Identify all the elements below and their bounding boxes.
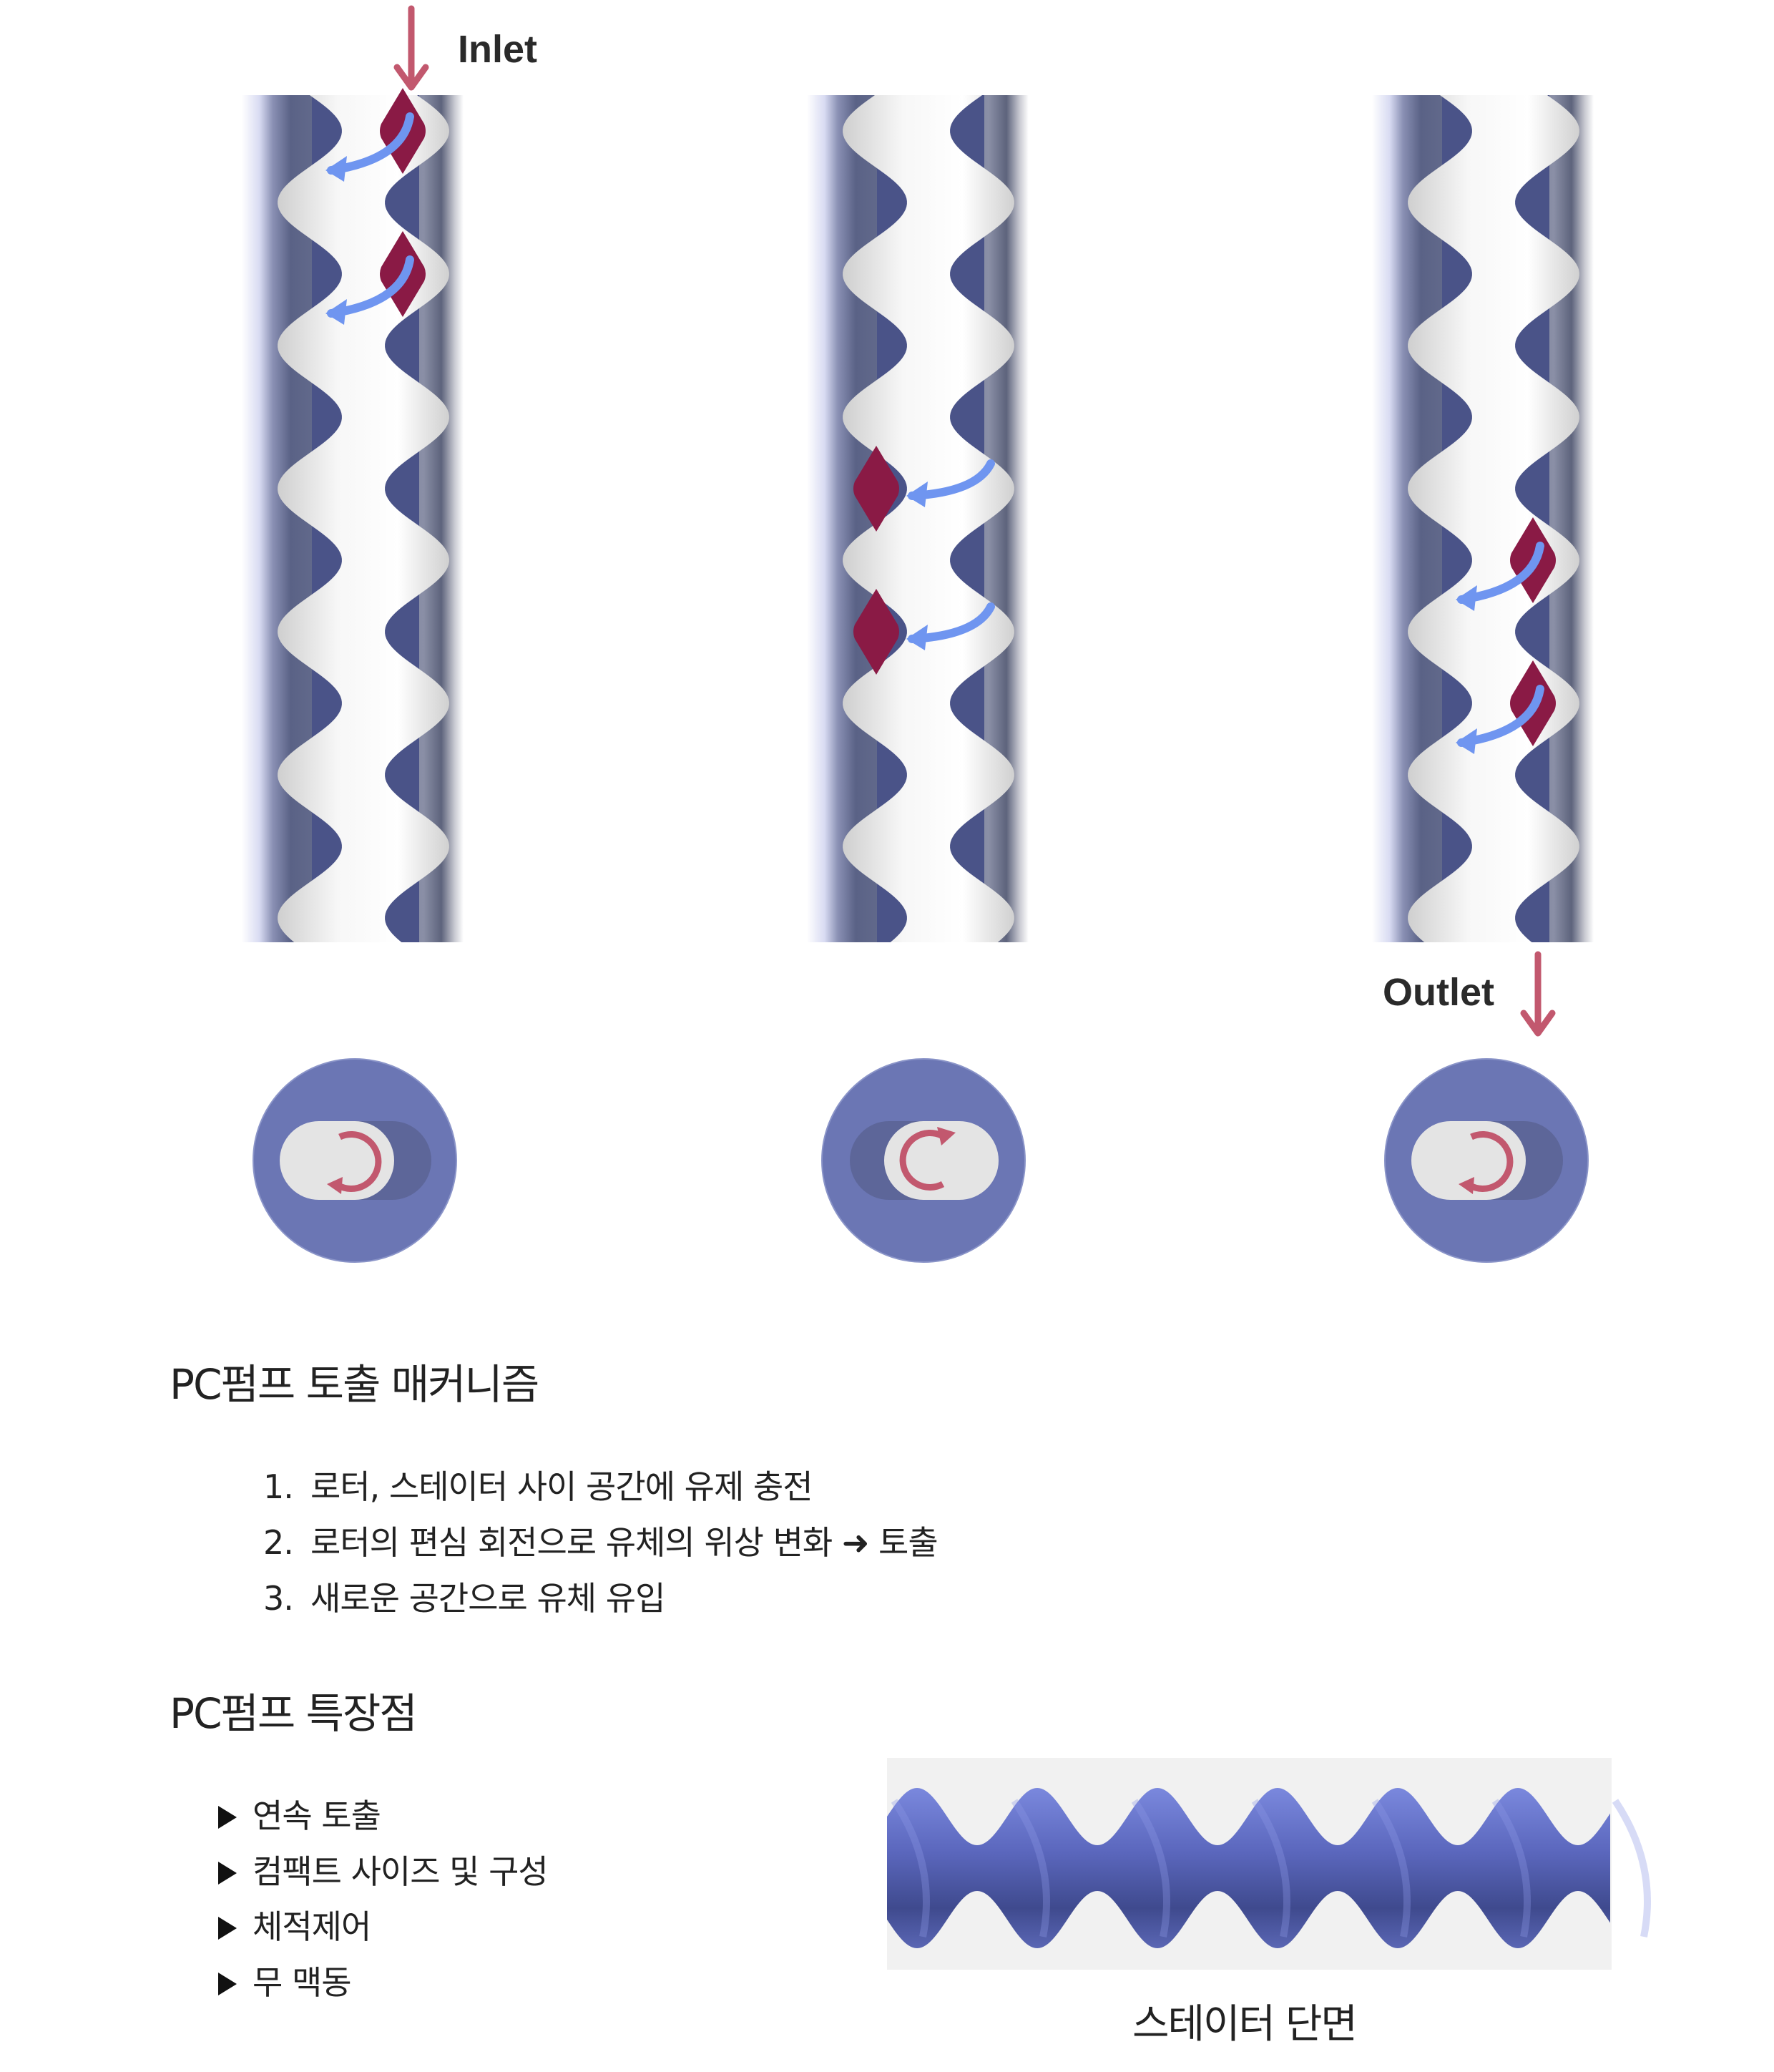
rotation-arrow-icon — [1468, 1131, 1514, 1192]
bullet-triangle-icon — [218, 1973, 237, 1995]
step-text: 로터의 편심 회전으로 유체의 위상 변화 ➜ 토출 — [310, 1523, 939, 1562]
helix-ridge — [1011, 1799, 1050, 1937]
helix-ridge — [891, 1799, 930, 1937]
feature-item: 컴팩트 사이즈 및 구성 — [218, 1846, 549, 1893]
flow-arrow-icon — [1457, 542, 1544, 604]
outlet-arrow-icon — [1520, 951, 1556, 1037]
flow-arrow-icon — [327, 255, 414, 318]
mechanism-title: PC펌프 토출 매커니즘 — [170, 1360, 539, 1409]
bullet-triangle-icon — [218, 1862, 237, 1885]
rotation-arrow-icon — [899, 1130, 945, 1191]
step-1: 1. 로터, 스테이터 사이 공간에 유제 충전 — [263, 1461, 813, 1508]
inlet-label: Inlet — [458, 28, 538, 71]
helix-ridge — [1491, 1799, 1531, 1937]
outlet-label: Outlet — [1383, 971, 1494, 1014]
step-text: 로터, 스테이터 사이 공간에 유제 충전 — [310, 1467, 813, 1506]
flow-arrow-icon — [1457, 685, 1544, 747]
bullet-triangle-icon — [218, 1806, 237, 1829]
cross-section-2 — [821, 1058, 1026, 1263]
helix-ridge — [1612, 1799, 1651, 1937]
step-2: 2. 로터의 편심 회전으로 유체의 위상 변화 ➜ 토출 — [263, 1517, 939, 1564]
feature-text: 체적제어 — [253, 1907, 371, 1946]
feature-item: 무 맥동 — [218, 1957, 352, 2004]
features-title: PC펌프 특장점 — [170, 1689, 418, 1738]
step-number: 2. — [263, 1523, 294, 1562]
feature-text: 연속 토출 — [253, 1797, 381, 1835]
feature-item: 연속 토출 — [218, 1790, 381, 1837]
inlet-arrow-icon — [393, 5, 429, 91]
bullet-triangle-icon — [218, 1917, 237, 1940]
stator-section-image — [887, 1758, 1651, 1970]
helix-ridge — [1251, 1799, 1290, 1937]
rotation-arrow-icon — [336, 1131, 382, 1192]
rotor — [843, 95, 1014, 942]
flow-arrowhead-icon — [325, 299, 347, 325]
feature-text: 컴팩트 사이즈 및 구성 — [253, 1852, 549, 1891]
helix-ridge — [1131, 1799, 1170, 1937]
pump-stage-3 — [1372, 95, 1594, 942]
step-number: 1. — [263, 1467, 294, 1506]
step-text: 새로운 공간으로 유체 유입 — [310, 1579, 665, 1618]
cross-section-1 — [253, 1058, 457, 1263]
cross-section-3 — [1384, 1058, 1589, 1263]
feature-item: 체적제어 — [218, 1901, 371, 1948]
flow-arrow-icon — [327, 112, 414, 175]
flow-arrowhead-icon — [1456, 728, 1477, 754]
feature-text: 무 맥동 — [253, 1963, 352, 2002]
flow-arrowhead-icon — [906, 625, 928, 650]
flow-arrowhead-icon — [325, 156, 347, 182]
flow-arrowhead-icon — [906, 482, 928, 507]
filled-cavity — [853, 589, 899, 675]
pump-stage-2 — [807, 95, 1029, 942]
helix-ridge — [1371, 1799, 1411, 1937]
stator-caption: 스테이터 단면 — [1132, 2001, 1358, 2048]
filled-cavity — [853, 446, 899, 532]
flow-arrowhead-icon — [1456, 585, 1477, 611]
pump-stage-1 — [242, 88, 464, 942]
step-number: 3. — [263, 1579, 294, 1618]
step-3: 3. 새로운 공간으로 유체 유입 — [263, 1573, 665, 1620]
stator-profile — [887, 1788, 1610, 1948]
